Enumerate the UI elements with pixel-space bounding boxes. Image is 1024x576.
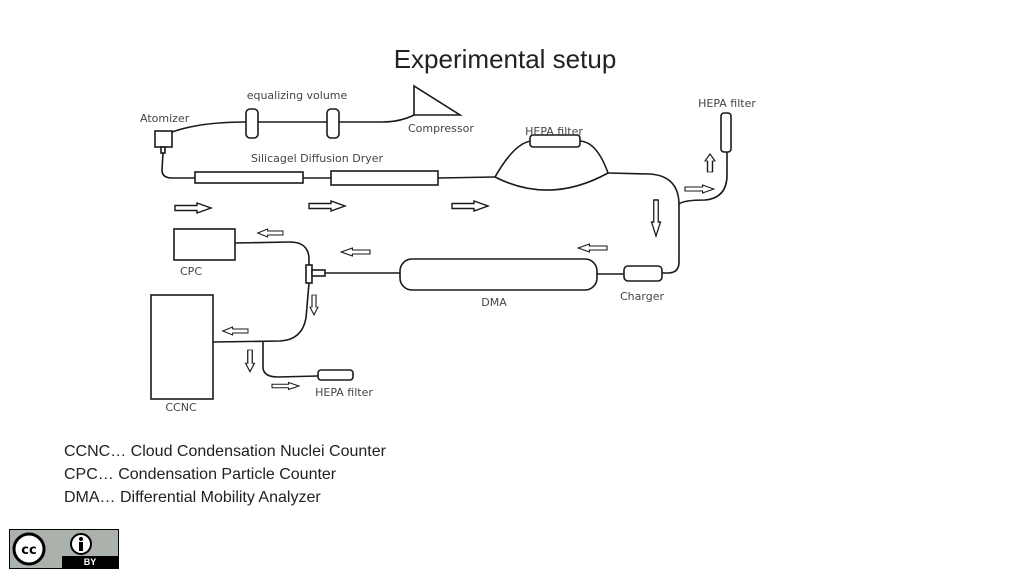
ccnc-line — [212, 282, 310, 343]
cpc — [173, 228, 236, 261]
flow-arrow-down-icon — [244, 349, 256, 373]
charger-label: Charger — [620, 290, 664, 303]
cpc-line — [234, 241, 310, 265]
flow-arrow-left-icon — [257, 228, 284, 238]
slide-title: Experimental setup — [393, 44, 617, 74]
dryer-tube-1 — [194, 171, 304, 184]
dryer-outlet-line — [437, 176, 496, 179]
hepa-bottom-label: HEPA filter — [315, 386, 373, 399]
flow-arrow-right-icon — [174, 202, 212, 214]
compressor-line — [171, 114, 415, 133]
exhaust-line-top — [678, 152, 728, 205]
cc-by-license-badge: cc BY — [9, 529, 119, 569]
t-junction-stub — [311, 269, 326, 277]
equalizing-volume-1 — [245, 108, 259, 139]
cc-icon: cc — [12, 532, 46, 566]
equalizing-volume-2 — [326, 108, 340, 139]
cpc-label: CPC — [180, 265, 202, 278]
dma — [399, 258, 598, 291]
hepa-bypass-lower — [494, 172, 609, 191]
exhaust-line-bottom — [262, 341, 319, 378]
by-person-icon — [70, 533, 92, 555]
hepa-filter-bottom — [317, 369, 354, 381]
atomizer-outlet-line — [161, 152, 195, 179]
ccnc-label: CCNC — [165, 401, 197, 414]
legend-item: DMA… Differential Mobility Analyzer — [64, 489, 321, 506]
loop-to-charger — [607, 172, 680, 274]
flow-arrow-left-icon — [222, 326, 249, 336]
flow-arrow-right-icon — [684, 184, 715, 194]
hepa-top-label: HEPA filter — [698, 97, 756, 110]
hepa-filter-bypass — [529, 134, 581, 148]
abbreviation-legend: CCNC… Cloud Condensation Nuclei Counter … — [64, 440, 386, 509]
flow-arrow-left-icon — [340, 247, 371, 257]
atomizer-label: Atomizer — [140, 112, 190, 125]
flow-arrow-right-icon — [308, 200, 346, 212]
dryer-label: Silicagel Diffusion Dryer — [251, 152, 384, 165]
compressor — [413, 84, 463, 116]
t-junction — [305, 264, 313, 284]
svg-text:cc: cc — [21, 543, 36, 558]
compressor-label: Compressor — [408, 122, 474, 135]
flow-arrow-up-icon — [704, 153, 716, 173]
atomizer-nozzle — [160, 146, 166, 154]
flow-arrow-left-icon — [577, 243, 608, 253]
flow-arrow-right-icon — [451, 200, 489, 212]
flow-arrow-down-icon — [650, 199, 662, 237]
legend-item: CCNC… Cloud Condensation Nuclei Counter — [64, 443, 386, 460]
atomizer — [154, 130, 173, 148]
hepa-filter-top — [720, 112, 732, 153]
equalizing-volume-label: equalizing volume — [247, 89, 348, 102]
dma-label: DMA — [481, 296, 507, 309]
flow-arrow-right-icon — [271, 381, 300, 391]
flow-arrow-down-icon — [309, 294, 319, 316]
hepa-bypass-upper — [494, 140, 609, 178]
ccnc — [150, 294, 214, 400]
charger — [623, 265, 663, 282]
by-label: BY — [62, 556, 118, 568]
hepa-bypass-label: HEPA filter — [525, 125, 583, 138]
dryer-tube-2 — [330, 170, 439, 186]
legend-item: CPC… Condensation Particle Counter — [64, 466, 337, 483]
